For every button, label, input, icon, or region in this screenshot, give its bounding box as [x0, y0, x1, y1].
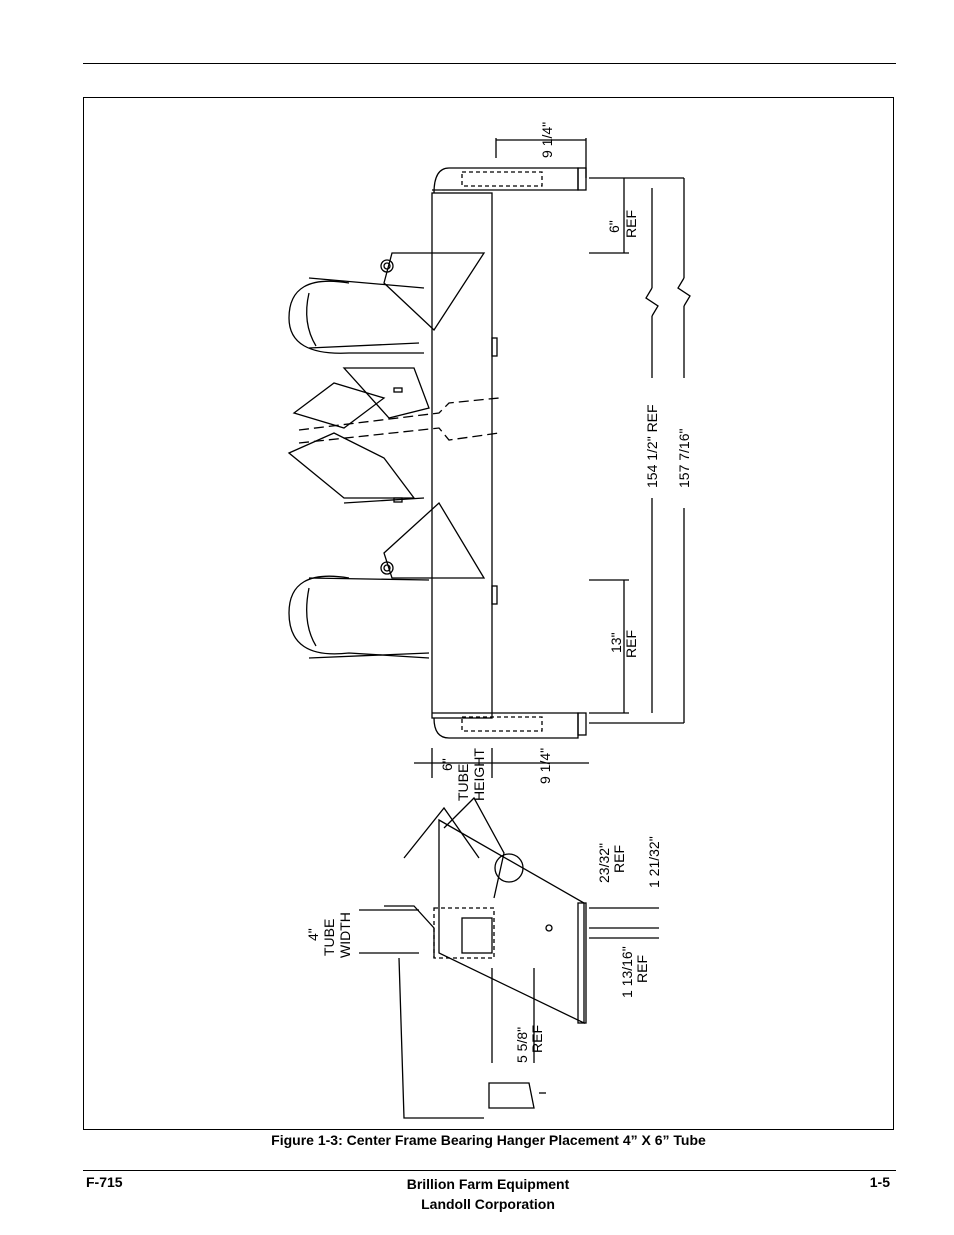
- tube-width-tube: TUBE: [321, 919, 337, 956]
- hanger-lower: [383, 501, 486, 579]
- tube-width-number: 4": [305, 928, 321, 941]
- tube-height-tube: TUBE: [455, 764, 471, 801]
- side-plate: [438, 818, 585, 1025]
- tube-width-width: WIDTH: [337, 912, 353, 958]
- company-block: Brillion Farm Equipment Landoll Corporat…: [388, 1174, 588, 1214]
- footer-rule: [83, 1170, 896, 1171]
- figure-caption: Figure 1-3: Center Frame Bearing Hanger …: [271, 1132, 706, 1148]
- tube-height-height: HEIGHT: [471, 748, 487, 801]
- dim-13-ref-ref: REF: [623, 630, 639, 658]
- end-plate-top: [577, 167, 587, 191]
- dim-23-32: 23/32": [596, 843, 612, 883]
- header-rule: [83, 63, 896, 64]
- figure-frame: 9 1/4" 6" REF 154 1/2" REF 157 7/16" 13"…: [83, 97, 894, 1130]
- dim-1-13-16: 1 13/16": [619, 946, 635, 998]
- dim-13-ref-number: 13": [608, 632, 624, 653]
- dim-bottom-9-1-4: 9 1/4": [537, 748, 553, 784]
- wheel-upper: [288, 280, 424, 354]
- drawing: 9 1/4" 6" REF 154 1/2" REF 157 7/16" 13"…: [287, 122, 692, 1119]
- dim-6-ref-ref: REF: [623, 210, 639, 238]
- dim-1-13-16-ref: REF: [634, 955, 650, 983]
- dim-6-ref-number: 6": [606, 220, 622, 233]
- wheel-lower: [288, 575, 430, 659]
- dim-1-21-32: 1 21/32": [646, 836, 662, 888]
- hanger-upper: [383, 252, 486, 332]
- dim-23-32-ref: REF: [611, 845, 627, 873]
- dim-top-9-1-4: 9 1/4": [539, 122, 555, 158]
- company-line-2: Landoll Corporation: [421, 1196, 555, 1212]
- dim-154-ref: 154 1/2" REF: [644, 404, 660, 488]
- company-line-1: Brillion Farm Equipment: [406, 1176, 570, 1192]
- end-plate-bottom: [577, 712, 587, 736]
- dim-5-5-8: 5 5/8": [514, 1027, 530, 1063]
- tube-height-number: 6": [439, 758, 455, 771]
- doc-number: F-715: [86, 1174, 123, 1190]
- dim-157: 157 7/16": [676, 429, 692, 488]
- dim-5-5-8-ref: REF: [529, 1025, 545, 1053]
- main-tube: [431, 192, 493, 719]
- page-number: 1-5: [869, 1174, 890, 1190]
